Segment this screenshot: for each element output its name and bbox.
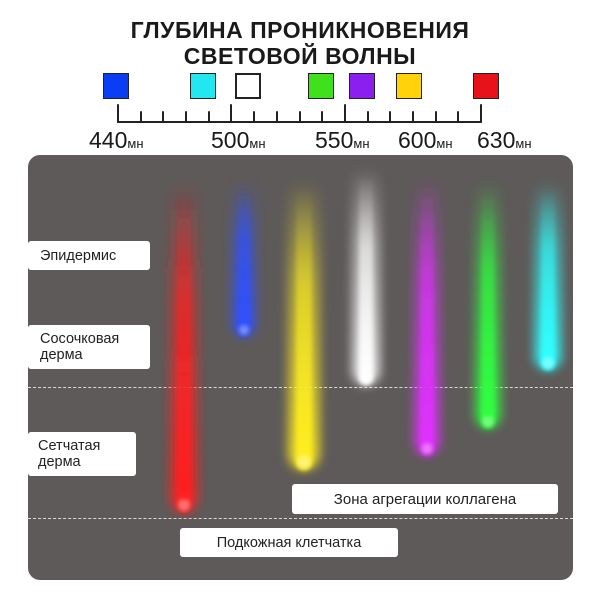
beam-subcutaneous-1	[170, 178, 198, 512]
title-line-1: ГЛУБИНА ПРОНИКНОВЕНИЯ	[130, 17, 470, 43]
wavelength-scale	[117, 104, 482, 123]
label-collagen-zone: Зона агрегации коллагена	[292, 484, 558, 514]
tick-label-500: 500мн	[211, 127, 266, 153]
swatch-red	[473, 73, 499, 99]
beam-reticular-6	[475, 178, 501, 428]
swatch-white	[235, 73, 261, 99]
boundary-dermis-subcutaneous	[28, 518, 573, 519]
title-line-2: СВЕТОВОЙ ВОЛНЫ	[183, 43, 417, 69]
tick-label-440: 440мн	[89, 127, 144, 153]
swatch-yellow	[396, 73, 422, 99]
beam-reticular-3	[288, 178, 320, 470]
swatch-blue	[103, 73, 129, 99]
beam-papillary-4	[352, 165, 380, 385]
label-papillary-dermis: Сосочковая дерма	[28, 325, 150, 369]
swatch-violet	[349, 73, 375, 99]
tick-label-600: 600мн	[398, 127, 453, 153]
label-subcutaneous: Подкожная клетчатка	[180, 528, 398, 557]
tick-label-630: 630мн	[477, 127, 532, 153]
beam-papillary-7	[534, 178, 562, 370]
swatch-cyan	[190, 73, 216, 99]
beam-papillary-2	[232, 178, 256, 336]
beam-reticular-5	[414, 175, 440, 455]
tick-label-550: 550мн	[315, 127, 370, 153]
label-epidermis: Эпидермис	[28, 241, 150, 270]
label-reticular-dermis: Сетчатая дерма	[28, 432, 136, 476]
swatch-green	[308, 73, 334, 99]
